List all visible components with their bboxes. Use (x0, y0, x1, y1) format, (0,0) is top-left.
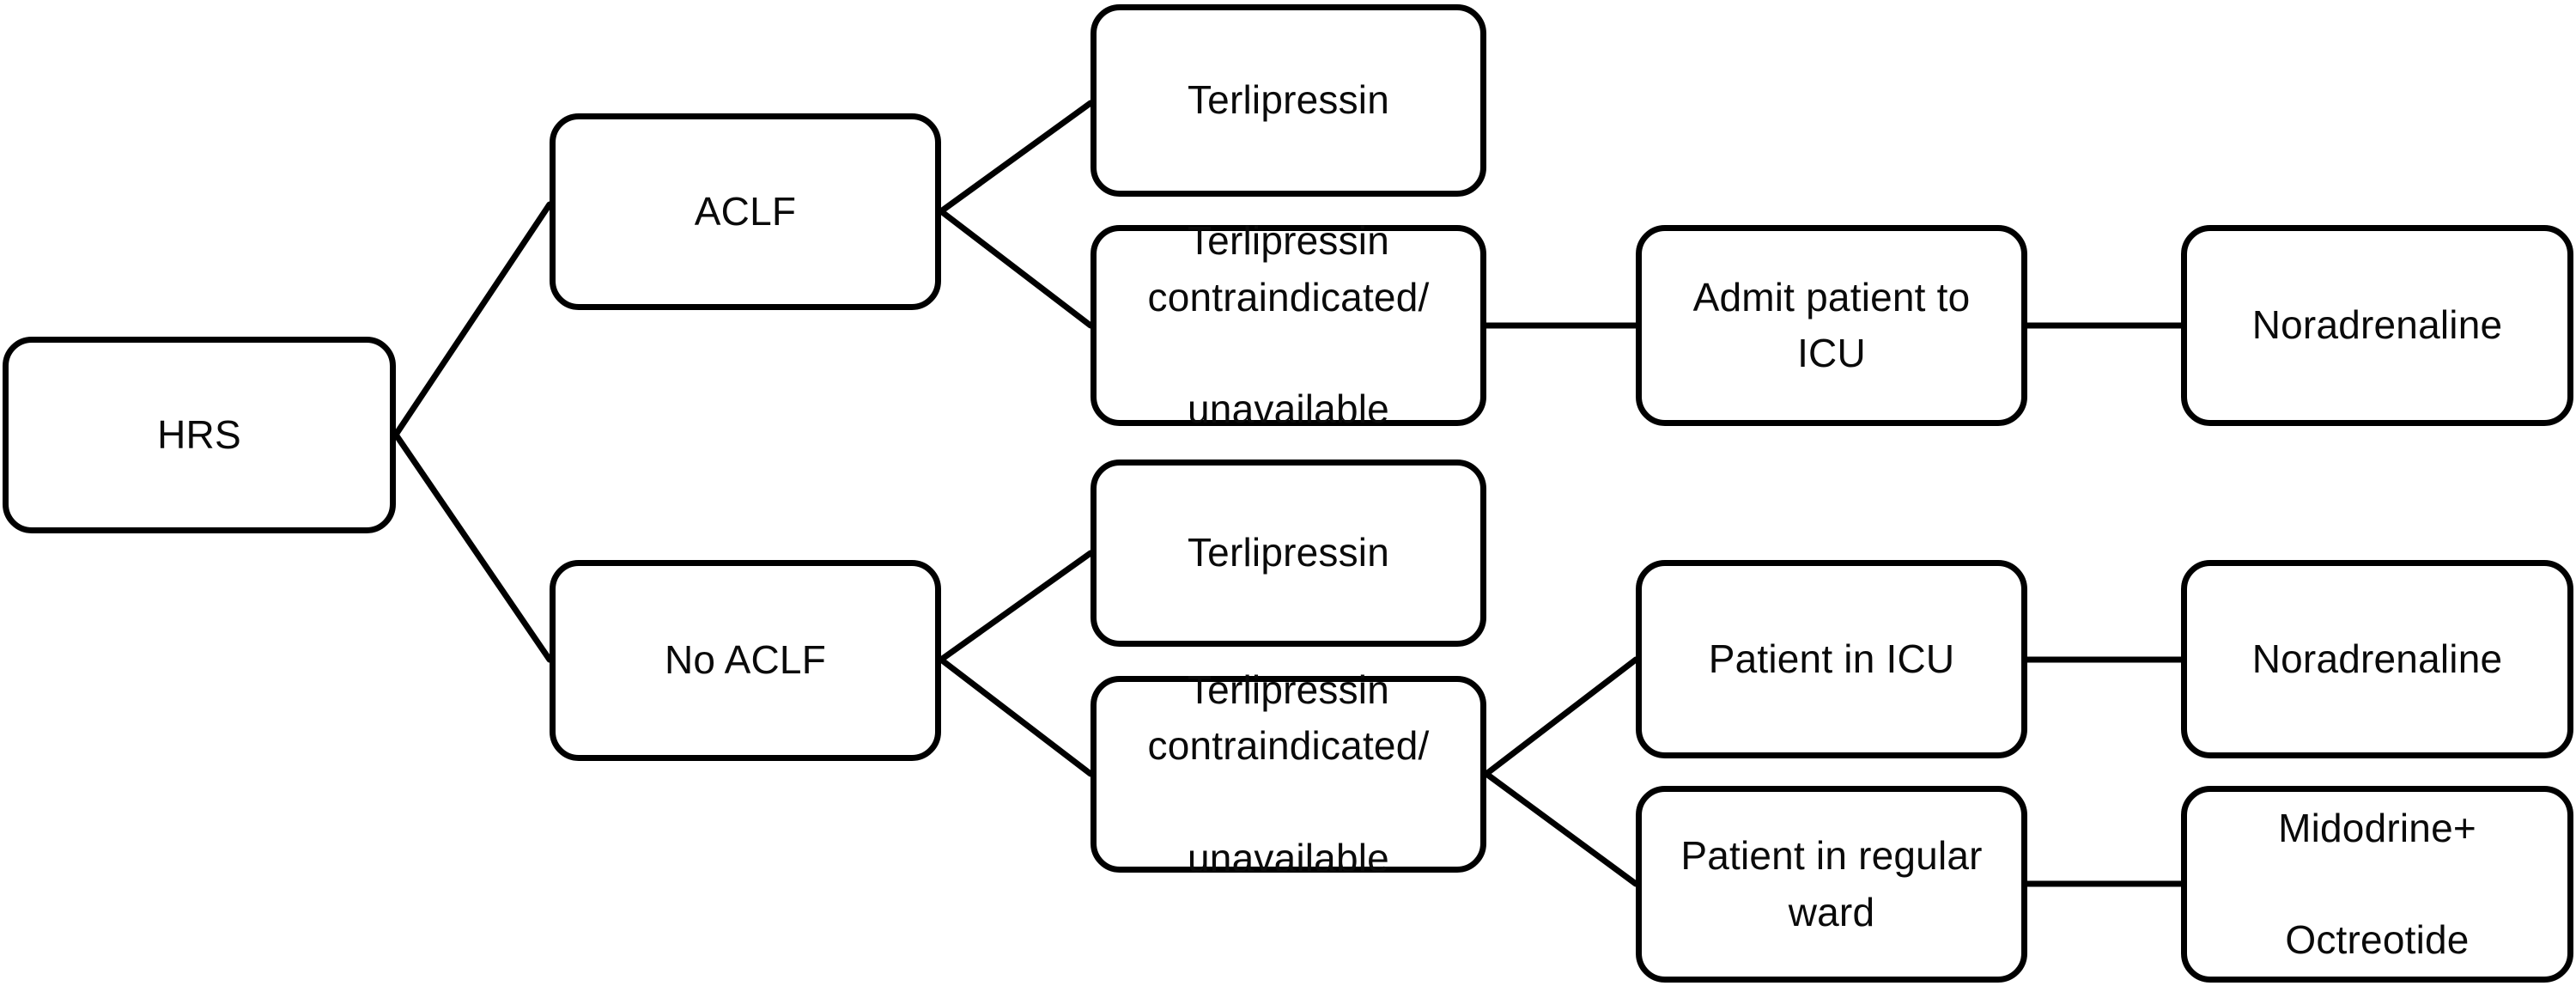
node-hrs[interactable]: HRS (3, 337, 396, 533)
node-terlipressin-unavailable-no-aclf-label: Terlipressin contraindicated/ unavailabl… (1147, 666, 1430, 880)
edge-hrs-to-aclf (392, 201, 553, 438)
node-terlipressin-no-aclf[interactable]: Terlipressin (1091, 460, 1486, 647)
node-aclf[interactable]: ACLF (550, 113, 941, 310)
node-hrs-label: HRS (157, 411, 241, 457)
node-no-aclf[interactable]: No ACLF (550, 560, 941, 761)
edge-terlipressin-unavailable-no-aclf-to-patient-in-icu (1483, 656, 1639, 777)
node-terlipressin-unavailable-aclf-label: Terlipressin contraindicated/ unavailabl… (1147, 218, 1430, 432)
node-no-aclf-label: No ACLF (664, 637, 827, 683)
node-midodrine-octreotide-label: Midodrine+ Octreotide (2278, 805, 2476, 963)
edge-aclf-to-terlipressin-unavailable-aclf (938, 208, 1094, 329)
node-noradrenaline-no-aclf[interactable]: Noradrenaline (2181, 560, 2573, 758)
node-noradrenaline-no-aclf-label: Noradrenaline (2251, 636, 2503, 681)
node-terlipressin-aclf-label: Terlipressin (1187, 77, 1390, 123)
node-terlipressin-unavailable-aclf[interactable]: Terlipressin contraindicated/ unavailabl… (1091, 218, 1486, 431)
node-patient-regular-ward[interactable]: Patient in regular ward (1636, 786, 2027, 983)
edge-no-aclf-to-terlipressin-no-aclf (938, 550, 1094, 663)
node-midodrine-octreotide[interactable]: Midodrine+ Octreotide (2181, 786, 2573, 983)
node-noradrenaline-aclf[interactable]: Noradrenaline (2181, 225, 2573, 426)
node-patient-regular-ward-label: Patient in regular ward (1680, 833, 1983, 934)
edge-aclf-to-terlipressin-aclf (938, 100, 1094, 215)
node-terlipressin-aclf[interactable]: Terlipressin (1091, 4, 1486, 197)
edge-no-aclf-to-terlipressin-unavailable-no-aclf (938, 656, 1094, 777)
edge-terlipressin-unavailable-no-aclf-to-patient-regular-ward (1483, 770, 1639, 887)
edge-hrs-to-no-aclf (392, 431, 553, 663)
node-admit-icu[interactable]: Admit patient to ICU (1636, 225, 2027, 426)
node-admit-icu-label: Admit patient to ICU (1692, 274, 1971, 375)
node-terlipressin-unavailable-no-aclf[interactable]: Terlipressin contraindicated/ unavailabl… (1091, 667, 1486, 880)
node-patient-in-icu-label: Patient in ICU (1708, 636, 1955, 681)
node-aclf-label: ACLF (694, 188, 797, 234)
node-noradrenaline-aclf-label: Noradrenaline (2251, 302, 2503, 348)
node-terlipressin-no-aclf-label: Terlipressin (1187, 530, 1390, 575)
node-patient-in-icu[interactable]: Patient in ICU (1636, 560, 2027, 758)
